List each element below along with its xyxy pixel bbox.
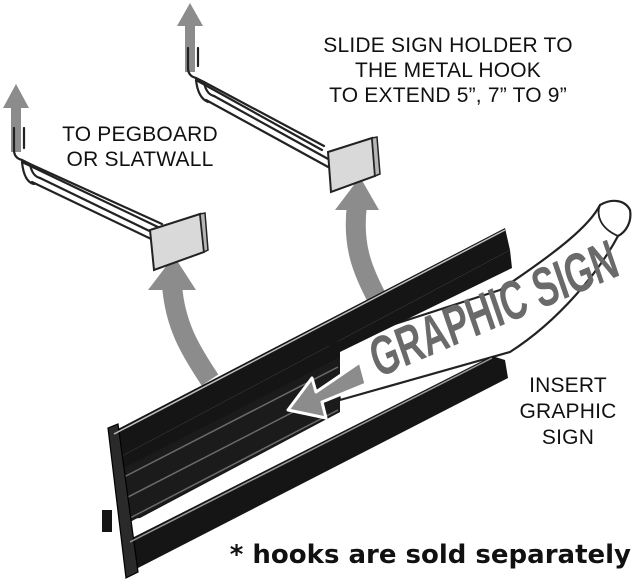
arrow-to-right-hook [335, 177, 387, 305]
insert-label-line2: GRAPHIC [519, 400, 616, 423]
left-sign-tag [148, 212, 209, 272]
right-sign-tag [326, 136, 381, 194]
slide-label-line3: TO EXTEND 5”, 7” TO 9” [329, 84, 567, 107]
hooks-sold-separately-note: * hooks are sold separately [230, 540, 631, 570]
pegboard-label-line1: TO PEGBOARD [62, 123, 218, 146]
insert-label-line1: INSERT [529, 374, 607, 397]
up-arrow-left [3, 84, 29, 152]
insert-label-line3: SIGN [542, 426, 594, 449]
arrow-to-left-hook [148, 256, 219, 386]
pegboard-label-line2: OR SLATWALL [67, 148, 214, 171]
slide-label-line1: SLIDE SIGN HOLDER TO [323, 34, 572, 57]
left-metal-hook [12, 126, 172, 250]
up-arrow-right [177, 3, 203, 72]
slide-label-line2: THE METAL HOOK [355, 59, 541, 82]
right-metal-hook [186, 46, 332, 170]
insert-arrow [286, 360, 368, 420]
